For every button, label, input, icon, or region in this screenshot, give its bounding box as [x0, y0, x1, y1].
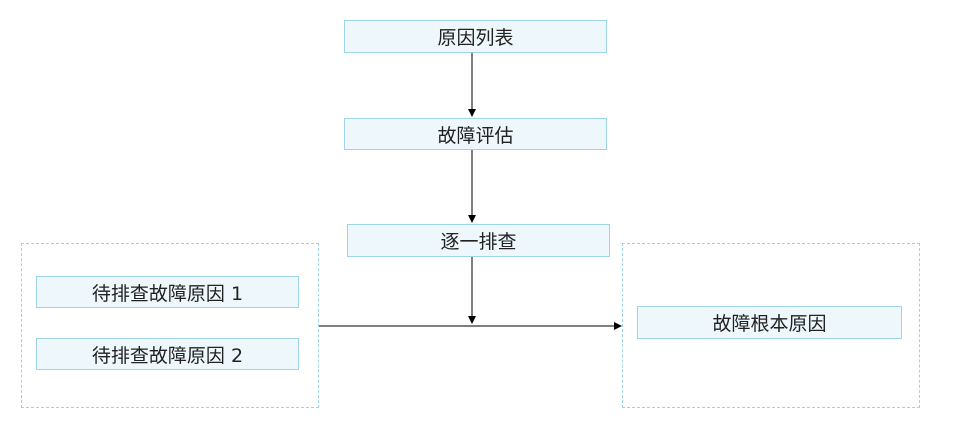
node-cause-list: 原因列表 — [344, 20, 607, 53]
node-check-one-by-one: 逐一排查 — [347, 224, 610, 257]
node-fault-assessment: 故障评估 — [344, 118, 607, 150]
root-cause-group — [622, 243, 920, 408]
node-pending-cause-2: 待排查故障原因 2 — [36, 338, 299, 370]
node-pending-cause-1: 待排查故障原因 1 — [36, 276, 299, 308]
node-root-cause: 故障根本原因 — [637, 306, 902, 339]
pending-causes-group — [21, 243, 319, 408]
